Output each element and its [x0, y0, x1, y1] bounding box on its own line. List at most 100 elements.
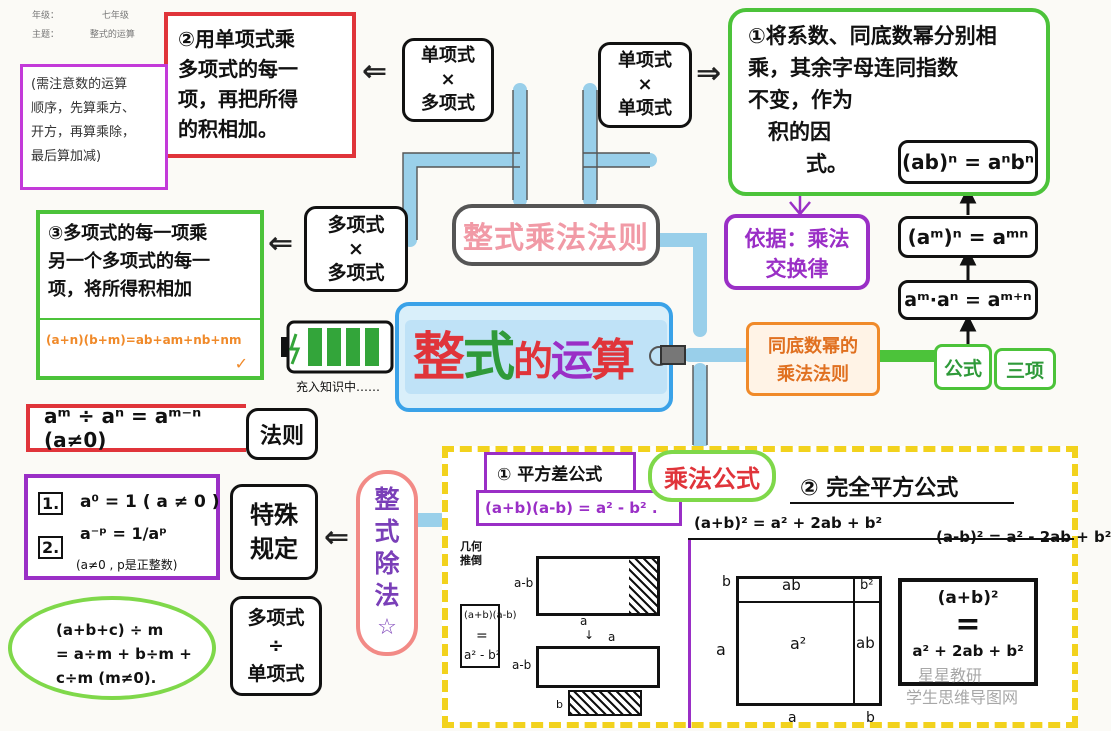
power-formula-3: (ab)ⁿ = aⁿbⁿ	[902, 150, 1034, 174]
sq-ab-right: ab	[856, 634, 875, 652]
mono-mono-rule-4: 积的因	[768, 120, 831, 144]
perfect-square-2: (a-b)² = a² - 2ab + b²	[936, 528, 1111, 546]
note-line-1: (需注意数的运算	[31, 77, 128, 92]
diff-squares-title: ① 平方差公式	[497, 465, 603, 485]
center-title-char-2: 式	[463, 328, 515, 388]
star-icon: ☆	[377, 615, 397, 640]
poly-poly-2: 多项式	[327, 262, 385, 284]
mono-times-mono-node: 单项式 × 单项式	[598, 42, 692, 128]
center-title-char-5: 算	[591, 335, 635, 386]
mono-mono-2: 单项式	[618, 98, 672, 119]
geo-label-1: 几何	[460, 540, 482, 553]
law-label-node: 法则	[246, 408, 318, 460]
geo-a-minus-b: a-b	[514, 576, 534, 590]
poly-poly-rule-3: 项，将所得积相加	[48, 279, 192, 300]
mono-poly-1: 单项式	[421, 45, 475, 66]
geo-label-2: 推倒	[460, 554, 482, 567]
geo-down-arrow-icon: ↓	[584, 628, 595, 642]
check-mark-icon: ✓	[234, 354, 248, 373]
watermark-line-1: 星星教研	[918, 666, 983, 685]
special-num-1: 1.	[38, 492, 64, 515]
diff-squares-title-box: ① 平方差公式	[484, 452, 636, 490]
division-title-box: 整 式 除 法 ☆	[356, 470, 418, 656]
center-title-char-3: 的	[513, 339, 553, 385]
law-label: 法则	[259, 424, 304, 449]
formulas-title-box: 乘法公式	[648, 450, 776, 502]
multiply-title: 整式乘法法则	[463, 221, 649, 256]
poly-poly-op: ×	[348, 238, 364, 260]
power-rule-line-1: 同底数幂的	[768, 336, 858, 357]
sq-a2: a²	[790, 634, 807, 653]
basis-line-1: 依据：乘法	[744, 227, 850, 251]
geo-result: a² - b²	[464, 648, 501, 662]
result-top: (a+b)²	[937, 588, 999, 608]
mono-poly-rule-1: ②用单项式乘	[178, 27, 295, 51]
phone-plug	[660, 345, 686, 365]
poly-poly-1: 多项式	[327, 214, 385, 236]
division-title-3: 除	[374, 549, 400, 578]
mono-poly-rule-box: ②用单项式乘 多项式的每一 项，再把所得 的积相加。	[164, 12, 356, 158]
grade-line: 年级： 七年级	[32, 8, 129, 21]
power-formula-2: (aᵐ)ⁿ = aᵐⁿ	[907, 225, 1029, 249]
special-rule-2-condition: (a≠0 , p是正整数)	[76, 558, 178, 572]
result-eq: =	[955, 607, 981, 642]
sq-a-bottom: a	[788, 710, 797, 726]
mono-poly-rule-3: 项，再把所得	[178, 87, 298, 111]
topic-value: 整式的运算	[89, 30, 135, 40]
center-topic-card: 整式的运算	[395, 302, 673, 412]
formula-label: 公式	[943, 357, 982, 380]
mono-mono-op: ×	[637, 74, 653, 95]
mono-poly-op: ×	[440, 69, 456, 90]
sq-b2: b²	[860, 578, 874, 593]
mono-mono-rule-5: 式。	[806, 152, 848, 176]
formulas-title: 乘法公式	[664, 464, 760, 493]
special-rule-2: a⁻ᵖ = 1/aᵖ	[80, 524, 167, 543]
power-rule-box: 同底数幂的 乘法法则	[746, 322, 880, 396]
perfect-square-title: ② 完全平方公式	[800, 476, 959, 501]
grade-label: 年级：	[32, 11, 60, 21]
diff-squares-formula: (a+b)(a-b) = a² - b² .	[485, 499, 658, 517]
note-line-3: 开方，再算乘除，	[31, 125, 136, 140]
formula-label-box: 公式	[934, 344, 992, 390]
division-title-4: 法	[374, 581, 400, 610]
note-box: (需注意数的运算 顺序，先算乘方、 开方，再算乘除， 最后算加减)	[20, 64, 168, 190]
arrow-right-icon: ⇒	[696, 56, 722, 91]
note-line-2: 顺序，先算乘方、	[31, 101, 136, 116]
geo-product: (a+b)(a-b)	[464, 610, 517, 621]
multiply-title-box: 整式乘法法则	[452, 204, 660, 266]
mono-mono-1: 单项式	[618, 50, 672, 71]
geo-label: 几何 推倒	[460, 540, 482, 568]
poly-times-poly-node: 多项式 × 多项式	[304, 206, 408, 292]
geo-a-b-label: a-b	[512, 658, 532, 672]
arrow-left-icon-2: ⇐	[268, 226, 294, 261]
result-bottom: a² + 2ab + b²	[912, 642, 1024, 660]
poly-mono-formula-3: c÷m (m≠0).	[56, 669, 157, 687]
geo-rect-top	[536, 556, 660, 616]
geo-a-2: a	[608, 630, 616, 644]
special-rule-1: a⁰ = 1 ( a ≠ 0 )	[80, 492, 220, 512]
geo-equals: =	[476, 628, 488, 644]
geo-rect-bottom	[536, 646, 660, 688]
poly-poly-formula: (a+n)(b+m)=ab+am+nb+nm	[46, 333, 242, 347]
watermark-line-2: 学生思维导图网	[906, 688, 1019, 707]
power-formula-2-box: (aᵐ)ⁿ = aᵐⁿ	[898, 216, 1038, 258]
sq-a-left: a	[716, 640, 726, 659]
center-title: 整式的运算	[413, 318, 635, 402]
sq-b-bottom: b	[866, 710, 875, 726]
power-formula-1-box: aᵐ·aⁿ = aᵐ⁺ⁿ	[898, 280, 1038, 320]
mind-map-canvas: 年级： 七年级 主题： 整式的运算 整式的运算 充入知识中…… 整式乘法法则 单…	[8, 8, 1111, 728]
geo-a: a	[580, 614, 588, 628]
arrow-left-icon-3: ⇐	[324, 520, 350, 555]
three-items: 三项	[1005, 359, 1044, 382]
perfect-square-1: (a+b)² = a² + 2ab + b²	[694, 514, 883, 532]
topic-line: 主题： 整式的运算	[32, 27, 135, 40]
special-rules-box: 1. a⁰ = 1 ( a ≠ 0 ) 2. a⁻ᵖ = 1/aᵖ (a≠0 ,…	[24, 474, 220, 580]
poly-poly-rule-box: ③多项式的每一项乘 另一个多项式的每一 项，将所得积相加 (a+n)(b+m)=…	[36, 210, 264, 380]
poly-poly-rule-1: ③多项式的每一项乘	[48, 223, 208, 244]
division-title-2: 式	[374, 517, 400, 546]
grade-value: 七年级	[101, 11, 129, 21]
law-formula: aᵐ ÷ aⁿ = aᵐ⁻ⁿ (a≠0)	[44, 404, 202, 452]
special-num-2: 2.	[38, 536, 64, 559]
sq-b-top: b	[722, 574, 731, 590]
division-title-1: 整	[374, 485, 400, 514]
